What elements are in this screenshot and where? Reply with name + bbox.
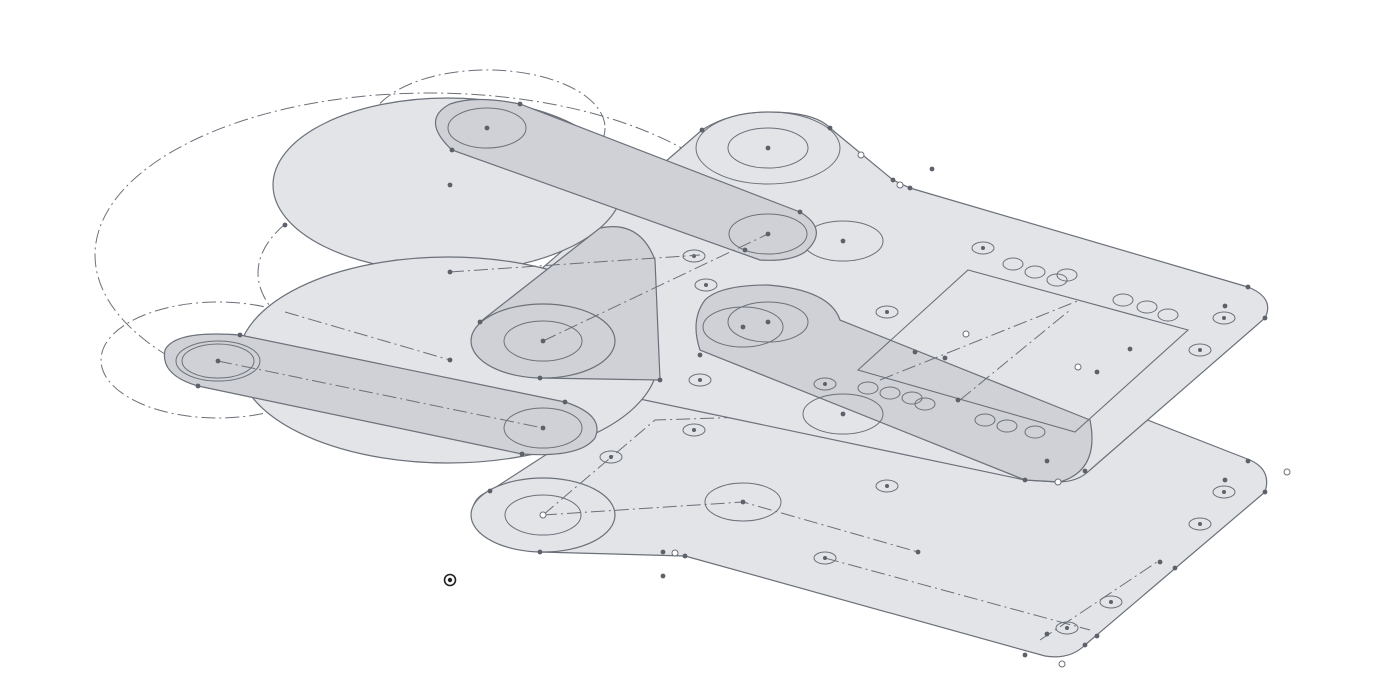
lower-corner-centerline bbox=[1039, 559, 1161, 641]
lower-arm-centerline-2 bbox=[284, 311, 451, 361]
upper-cutout-centerline bbox=[879, 299, 1081, 381]
lower-center-bore bbox=[704, 482, 782, 522]
upper-arm-end bbox=[728, 213, 808, 255]
lower-arm-end bbox=[503, 407, 583, 449]
sketch-points bbox=[195, 101, 1268, 658]
lower-arm-centerline bbox=[217, 360, 544, 429]
upper-slot-arm[interactable] bbox=[695, 284, 1093, 483]
upper-slot-lower-bore bbox=[802, 393, 884, 435]
lower-arm-pivot-inner bbox=[181, 343, 255, 379]
center-bore bbox=[503, 320, 583, 362]
lower-edge-centerline bbox=[824, 557, 1091, 631]
open-sketch-points bbox=[539, 151, 1291, 668]
upper-top-bore bbox=[727, 127, 809, 169]
center-arm-centerline bbox=[542, 233, 769, 342]
upper-rect-cutout bbox=[856, 269, 1190, 433]
construction-ellipse-top bbox=[368, 69, 606, 187]
lower-arm-pivot bbox=[175, 340, 261, 382]
lower-left-bore bbox=[504, 494, 582, 536]
origin-icon[interactable] bbox=[443, 573, 457, 587]
upper-centerline bbox=[449, 254, 701, 273]
upper-connector-holes bbox=[599, 199, 1236, 439]
lower-arm[interactable] bbox=[163, 333, 598, 456]
upper-top-boss bbox=[695, 111, 841, 185]
upper-slot-bore-2 bbox=[702, 306, 784, 348]
upper-arm-pivot bbox=[447, 107, 527, 149]
upper-slot-bore bbox=[727, 301, 809, 343]
